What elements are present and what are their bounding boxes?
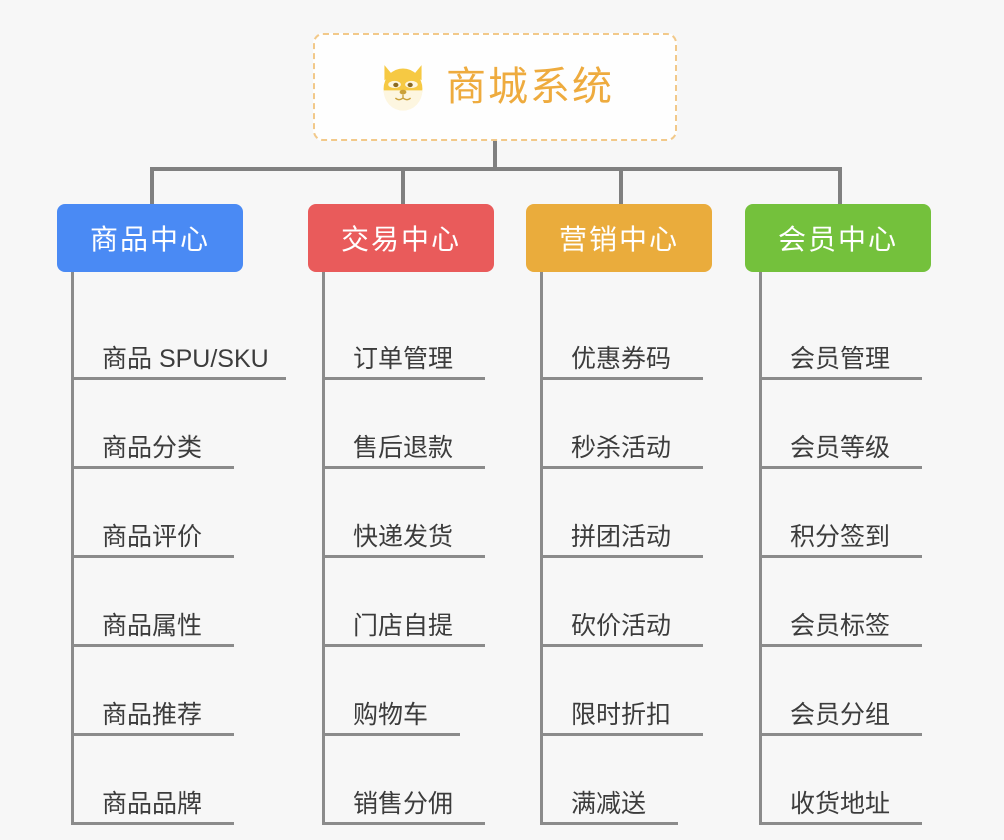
list-item[interactable]: 满减送	[543, 736, 742, 825]
list-item[interactable]: 商品评价	[74, 469, 307, 558]
list-item[interactable]: 拼团活动	[543, 469, 742, 558]
list-item-label: 积分签到	[790, 523, 891, 552]
list-item[interactable]: 商品分类	[74, 380, 307, 469]
list-item[interactable]: 会员分组	[762, 647, 961, 736]
list-item[interactable]: 砍价活动	[543, 558, 742, 647]
root-node-mall-system[interactable]: 商城系统	[313, 33, 677, 141]
list-item-label: 订单管理	[353, 345, 454, 374]
connector-drop-branch-3	[619, 167, 623, 204]
list-item-label: 售后退款	[353, 434, 454, 463]
list-item-label: 销售分佣	[353, 790, 454, 819]
list-item-label: 购物车	[353, 701, 429, 730]
branch-column-product-center: 商品中心 商品 SPU/SKU 商品分类 商品评价 商品属性 商品推荐 商品品牌	[57, 204, 307, 825]
list-item-label: 会员标签	[790, 612, 891, 641]
list-item[interactable]: 秒杀活动	[543, 380, 742, 469]
branch-header-trade-center[interactable]: 交易中心	[308, 204, 494, 272]
list-item[interactable]: 销售分佣	[325, 736, 524, 825]
list-item-label: 会员等级	[790, 434, 891, 463]
branch-item-list: 商品 SPU/SKU 商品分类 商品评价 商品属性 商品推荐 商品品牌	[71, 272, 307, 825]
list-item-label: 会员管理	[790, 345, 891, 374]
branch-header-marketing-center[interactable]: 营销中心	[526, 204, 712, 272]
branch-header-member-center[interactable]: 会员中心	[745, 204, 931, 272]
connector-horizontal-bus	[150, 167, 842, 171]
list-item[interactable]: 限时折扣	[543, 647, 742, 736]
connector-drop-branch-2	[401, 167, 405, 204]
list-item[interactable]: 会员标签	[762, 558, 961, 647]
branch-column-marketing-center: 营销中心 优惠券码 秒杀活动 拼团活动 砍价活动 限时折扣 满减送	[526, 204, 742, 825]
list-item-label: 限时折扣	[571, 701, 672, 730]
list-item-label: 快递发货	[353, 523, 454, 552]
list-item[interactable]: 优惠券码	[543, 291, 742, 380]
list-item-label: 收货地址	[790, 790, 891, 819]
list-item[interactable]: 会员等级	[762, 380, 961, 469]
branch-item-list: 订单管理 售后退款 快递发货 门店自提 购物车 销售分佣	[322, 272, 524, 825]
list-item-label: 优惠券码	[571, 345, 672, 374]
list-item[interactable]: 商品推荐	[74, 647, 307, 736]
branch-header-label: 交易中心	[340, 224, 461, 255]
branch-header-label: 商品中心	[89, 224, 210, 255]
list-item-label: 商品推荐	[102, 701, 203, 730]
connector-drop-branch-4	[838, 167, 842, 204]
list-item-label: 商品品牌	[102, 790, 203, 819]
branch-header-label: 会员中心	[777, 224, 898, 255]
branch-column-trade-center: 交易中心 订单管理 售后退款 快递发货 门店自提 购物车 销售分佣	[308, 204, 524, 825]
branch-header-product-center[interactable]: 商品中心	[57, 204, 243, 272]
list-item[interactable]: 积分签到	[762, 469, 961, 558]
list-item-label: 门店自提	[353, 612, 454, 641]
branch-header-label: 营销中心	[558, 224, 679, 255]
list-item[interactable]: 会员管理	[762, 291, 961, 380]
branch-item-list: 会员管理 会员等级 积分签到 会员标签 会员分组 收货地址	[759, 272, 961, 825]
list-item[interactable]: 商品属性	[74, 558, 307, 647]
list-item-label: 商品属性	[102, 612, 203, 641]
connector-drop-branch-1	[150, 167, 154, 204]
connector-root-stem	[493, 141, 497, 170]
list-item[interactable]: 订单管理	[325, 291, 524, 380]
list-item[interactable]: 商品 SPU/SKU	[74, 291, 307, 380]
list-item[interactable]: 收货地址	[762, 736, 961, 825]
root-title: 商城系统	[446, 65, 614, 109]
list-item-label: 秒杀活动	[571, 434, 672, 463]
list-item-label: 砍价活动	[571, 612, 672, 641]
list-item-label: 商品分类	[102, 434, 203, 463]
list-item-label: 商品 SPU/SKU	[102, 345, 269, 374]
shiba-dog-face-icon	[383, 65, 423, 111]
list-item[interactable]: 售后退款	[325, 380, 524, 469]
list-item-label: 商品评价	[102, 523, 203, 552]
list-item-label: 会员分组	[790, 701, 891, 730]
list-item-label: 拼团活动	[571, 523, 672, 552]
list-item[interactable]: 购物车	[325, 647, 524, 736]
list-item-label: 满减送	[571, 790, 647, 819]
branch-column-member-center: 会员中心 会员管理 会员等级 积分签到 会员标签 会员分组 收货地址	[745, 204, 961, 825]
list-item[interactable]: 快递发货	[325, 469, 524, 558]
list-item[interactable]: 商品品牌	[74, 736, 307, 825]
list-item[interactable]: 门店自提	[325, 558, 524, 647]
branch-item-list: 优惠券码 秒杀活动 拼团活动 砍价活动 限时折扣 满减送	[540, 272, 742, 825]
